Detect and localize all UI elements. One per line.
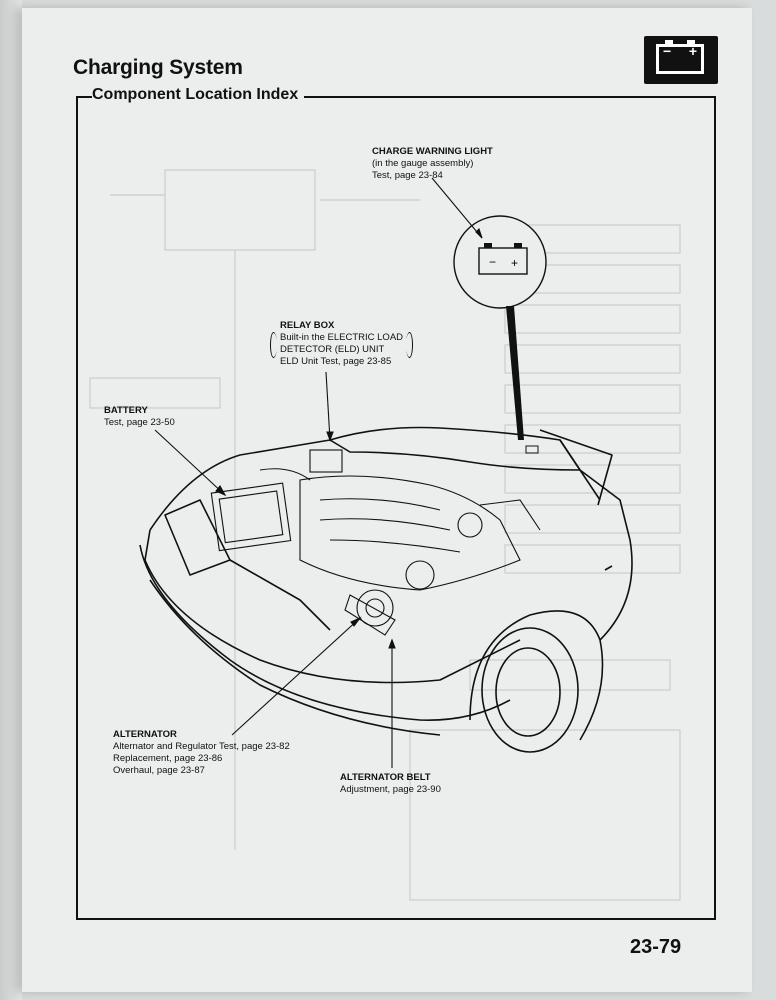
callout-line: Overhaul, page 23-87 <box>113 765 205 776</box>
callout-line: Replacement, page 23-86 <box>113 753 223 764</box>
battery-icon: − + <box>656 40 704 74</box>
callout-line: Test, page 23-50 <box>104 417 175 428</box>
section-subtitle: Component Location Index <box>92 86 305 104</box>
gauge-minus: − <box>489 255 496 269</box>
subtitle-tick <box>76 96 86 98</box>
page-left-edge <box>0 0 22 1000</box>
section-tab: − + <box>644 36 718 84</box>
callout-line: Alternator and Regulator Test, page 23-8… <box>113 741 290 752</box>
engine-parts <box>210 449 541 636</box>
relay-box-callout: RELAY BOX Built-in the ELECTRIC LOAD DET… <box>270 320 414 368</box>
gauge-plus: + <box>511 256 518 270</box>
callout-line: (in the gauge assembly) <box>372 158 474 169</box>
callout-line: Test, page 23-84 <box>372 170 443 181</box>
diagram-frame <box>76 96 716 920</box>
charge-warning-light-callout: CHARGE WARNING LIGHT (in the gauge assem… <box>372 146 493 182</box>
battery-plus-sign: + <box>688 43 697 59</box>
page-number: 23-79 <box>630 936 682 958</box>
callout-heading: ALTERNATOR BELT <box>340 772 431 783</box>
battery-minus-sign: − <box>663 43 672 59</box>
show-through-ghost <box>89 169 681 901</box>
page-title: Charging System <box>73 56 243 79</box>
callout-line: DETECTOR (ELD) UNIT <box>280 344 385 355</box>
callout-heading: BATTERY <box>104 405 148 416</box>
alternator-belt-callout: ALTERNATOR BELT Adjustment, page 23-90 <box>340 772 441 796</box>
battery-terminal-right <box>687 40 695 44</box>
battery-callout: BATTERY Test, page 23-50 <box>104 405 175 429</box>
gauge-inset: − + <box>453 215 547 454</box>
callout-heading: ALTERNATOR <box>113 729 177 740</box>
subtitle-rule <box>76 96 716 98</box>
callout-line: ELD Unit Test, page 23-85 <box>280 356 392 367</box>
car-outline <box>139 426 633 753</box>
manual-page <box>22 8 752 992</box>
callout-heading: CHARGE WARNING LIGHT <box>372 146 493 157</box>
callout-heading: RELAY BOX <box>280 320 335 331</box>
battery-terminal-left <box>665 40 673 44</box>
callout-line: Adjustment, page 23-90 <box>340 784 441 795</box>
leader-lines <box>154 177 483 768</box>
alternator-callout: ALTERNATOR Alternator and Regulator Test… <box>113 729 290 777</box>
callout-line: Built-in the ELECTRIC LOAD <box>280 332 404 343</box>
